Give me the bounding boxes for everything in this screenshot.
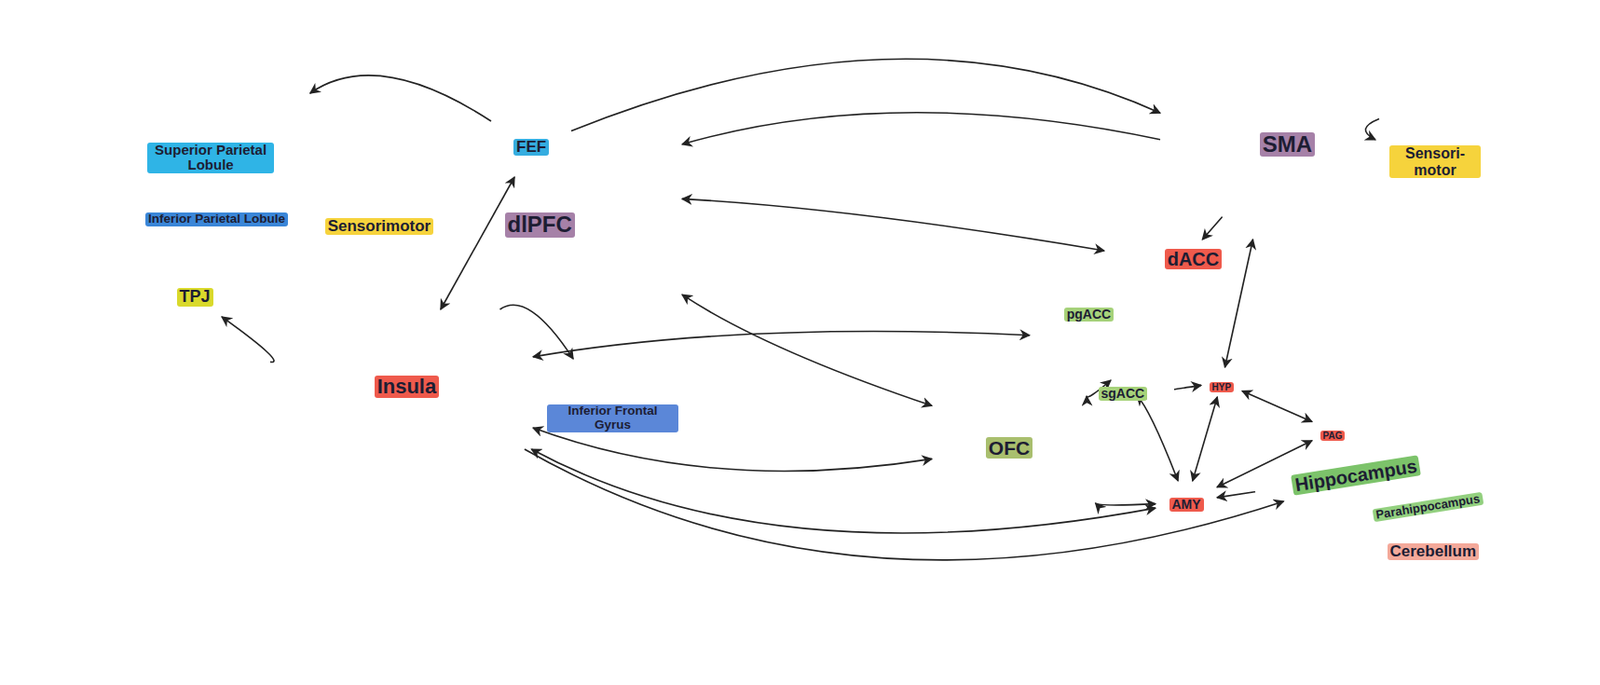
connection-arrow	[500, 304, 575, 359]
region-label: TPJ	[177, 287, 214, 307]
connection-arrow	[1217, 492, 1255, 498]
brain-region: FEF	[491, 117, 572, 178]
brain-region: Sensorimotor	[265, 85, 485, 342]
region-shape	[1160, 85, 1380, 240]
region-label: AMY	[1169, 497, 1204, 512]
connection-arrow	[1242, 391, 1313, 423]
region-label: Parahippocampus	[1372, 492, 1484, 523]
connection-arrow	[682, 294, 932, 406]
region-shape	[1029, 279, 1137, 397]
connection-arrow	[221, 316, 274, 363]
region-label: dlPFC	[505, 212, 575, 237]
connection-arrow	[531, 449, 1156, 534]
connection-arrow	[1202, 217, 1222, 240]
brain-region: dlPFC FEF	[365, 82, 683, 299]
connection-arrow	[310, 75, 492, 122]
brain-region: PAG	[1312, 415, 1354, 446]
brain-region: sgACC	[1080, 370, 1175, 423]
brain-region: Superior Parietal Lobule	[130, 93, 322, 210]
region-label: dACC	[1164, 248, 1223, 270]
brain-region: pgACC	[1029, 279, 1137, 397]
region-shape	[365, 82, 683, 299]
region-label: FEF	[513, 138, 549, 157]
connection-arrow	[440, 177, 515, 310]
connection-arrow	[524, 449, 1285, 561]
connection-arrow	[1192, 396, 1218, 481]
brain-region: Inferior Parietal LobuleTPJ	[97, 206, 336, 327]
connection-arrow	[1174, 384, 1202, 389]
connection-arrow	[682, 198, 1105, 251]
region-label: Insula	[374, 375, 440, 398]
connection-arrow	[1365, 118, 1380, 139]
brain-region: TPJ	[167, 272, 222, 323]
brain-region: Sensori- motor	[1375, 91, 1495, 248]
brain-region: Hippocampus	[1244, 449, 1482, 502]
connection-arrow	[682, 112, 1161, 145]
connection-arrow	[1095, 503, 1156, 506]
region-label: Inferior Parietal Lobule	[145, 212, 288, 227]
connection-arrow	[1225, 239, 1254, 368]
region-label: Hippocampus	[1290, 454, 1422, 495]
region-label: Superior Parietal Lobule	[147, 142, 274, 174]
connection-arrow	[533, 427, 932, 471]
connection-arrow	[571, 58, 1161, 131]
region-label: OFC	[985, 437, 1033, 459]
region-shape	[265, 85, 485, 342]
brain-region: SMA	[1160, 85, 1380, 240]
region-label: PAG	[1320, 430, 1346, 441]
region-label: HYP	[1209, 382, 1235, 393]
brain-region: dACC	[1104, 218, 1259, 310]
region-label: pgACC	[1064, 307, 1114, 322]
region-label: Inferior Frontal Gyrus	[547, 404, 679, 433]
brain-region: AMY	[1155, 480, 1218, 524]
region-label: SMA	[1259, 132, 1315, 157]
brain-region: Inferior Frontal Gyrus	[535, 358, 690, 480]
region-label: Sensorimotor	[325, 218, 435, 236]
region-label: Cerebellum	[1387, 543, 1480, 561]
connection-arrow	[533, 331, 1030, 357]
brain-region: Cerebellum	[1367, 533, 1499, 571]
region-label: Sensori- motor	[1389, 145, 1481, 178]
brain-region: Insula	[270, 309, 534, 450]
region-label: sgACC	[1098, 386, 1149, 401]
connection-arrow	[1136, 395, 1178, 481]
brain-region: HYP	[1201, 367, 1243, 397]
